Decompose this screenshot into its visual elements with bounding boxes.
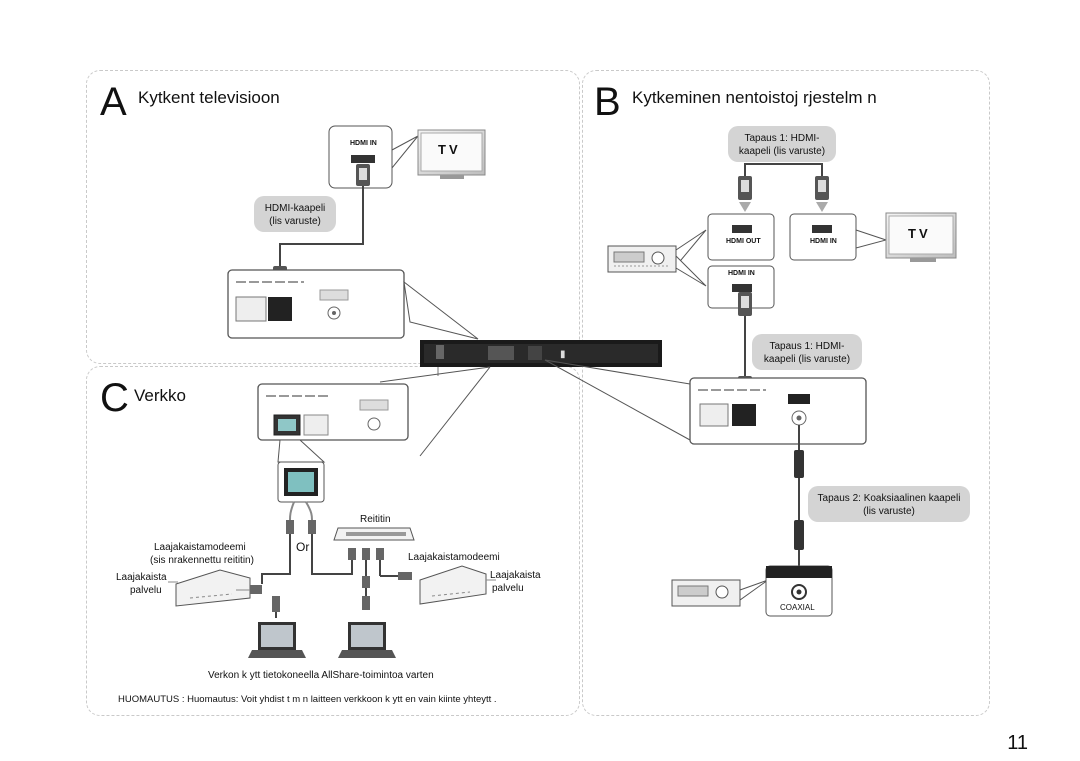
modem-right-label: Laajakaistamodeemi [408, 552, 500, 563]
laptop-right-icon [338, 622, 396, 658]
section-c-frame [86, 366, 580, 716]
hdmi-out-box [707, 213, 775, 261]
section-a-frame [86, 70, 580, 364]
hdmi-cable-bubble-a-line2: (lis varuste) [269, 216, 321, 227]
rear-panel-c [257, 383, 409, 441]
hdmi-out-label: HDMI OUT [726, 238, 761, 245]
tv-label-a: TV [438, 142, 461, 157]
hdmi-cable-b-top [738, 163, 829, 212]
note-text: HUOMAUTUS : Huomautus: Voit yhdist t m n… [118, 694, 497, 705]
pc-caption: Verkon k ytt tietokoneella AllShare-toim… [208, 670, 434, 681]
broadband-right-line1: Laajakaista [490, 570, 541, 581]
modem-left-icon [168, 569, 280, 618]
section-c-letter: C [100, 376, 129, 420]
modem-left-line2: (sis nrakennettu reititin) [150, 555, 254, 566]
coaxial-input-box [765, 565, 833, 617]
section-a-title: Kytkent televisioon [138, 88, 280, 107]
coaxial-label: COAXIAL [780, 603, 815, 612]
tv-label-b: TV [908, 226, 931, 241]
hdmi-cable-bubble-a: HDMI-kaapeli (lis varuste) [254, 196, 336, 232]
broadband-left-line2: palvelu [130, 585, 162, 596]
section-b-title: Kytkeminen nentoistoj rjestelm n [632, 88, 877, 107]
modem-left-line1: Laajakaistamodeemi [154, 542, 246, 553]
tv-icon-b [885, 212, 957, 262]
laptop-left-icon [248, 622, 306, 658]
av-receiver-bottom [671, 579, 769, 607]
broadband-left-line1: Laajakaista [116, 572, 167, 583]
case1-mid-line1: Tapaus 1: HDMI- [769, 341, 845, 352]
page-number: 11 [1007, 732, 1028, 754]
router-label: Reititin [360, 514, 391, 525]
broadband-right-line2: palvelu [492, 583, 524, 594]
hdmi-in-callout-a [328, 125, 419, 189]
lan-port-zoom [277, 439, 326, 503]
hdmi-cable-bubble-a-line1: HDMI-kaapeli [264, 203, 326, 214]
case1-mid-bubble: Tapaus 1: HDMI- kaapeli (lis varuste) [752, 334, 862, 370]
rear-panel-b [689, 377, 867, 445]
case1-top-line1: Tapaus 1: HDMI- [744, 133, 820, 144]
av-receiver-top [607, 229, 707, 287]
blu-ray-player: ▮ [420, 340, 662, 376]
case2-line1: Tapaus 2: Koaksiaalinen kaapeli [817, 493, 961, 504]
hdmi-in-label-receiver: HDMI IN [728, 270, 755, 277]
modem-right-icon [419, 565, 496, 605]
router-icon [333, 527, 415, 610]
hdmi-in-box-tv [789, 213, 888, 261]
section-b-frame [582, 70, 990, 716]
section-c-title: Verkko [134, 386, 186, 405]
section-a-letter: A [100, 80, 127, 124]
hdmi-in-label-a: HDMI IN [350, 140, 377, 147]
rear-panel-a [227, 269, 479, 340]
case2-bubble: Tapaus 2: Koaksiaalinen kaapeli (lis var… [808, 486, 970, 522]
coaxial-cable [794, 425, 804, 566]
case1-mid-line2: kaapeli (lis varuste) [763, 354, 851, 365]
lan-cables [261, 501, 353, 584]
case1-top-bubble: Tapaus 1: HDMI- kaapeli (lis varuste) [728, 126, 836, 162]
case2-line2: (lis varuste) [863, 506, 915, 517]
or-label: Or [296, 540, 310, 554]
hdmi-in-label-tv: HDMI IN [810, 238, 837, 245]
section-b-letter: B [594, 80, 621, 124]
tv-icon-a [417, 129, 486, 179]
case1-top-line2: kaapeli (lis varuste) [738, 146, 826, 157]
svg-text:▮: ▮ [560, 349, 566, 360]
